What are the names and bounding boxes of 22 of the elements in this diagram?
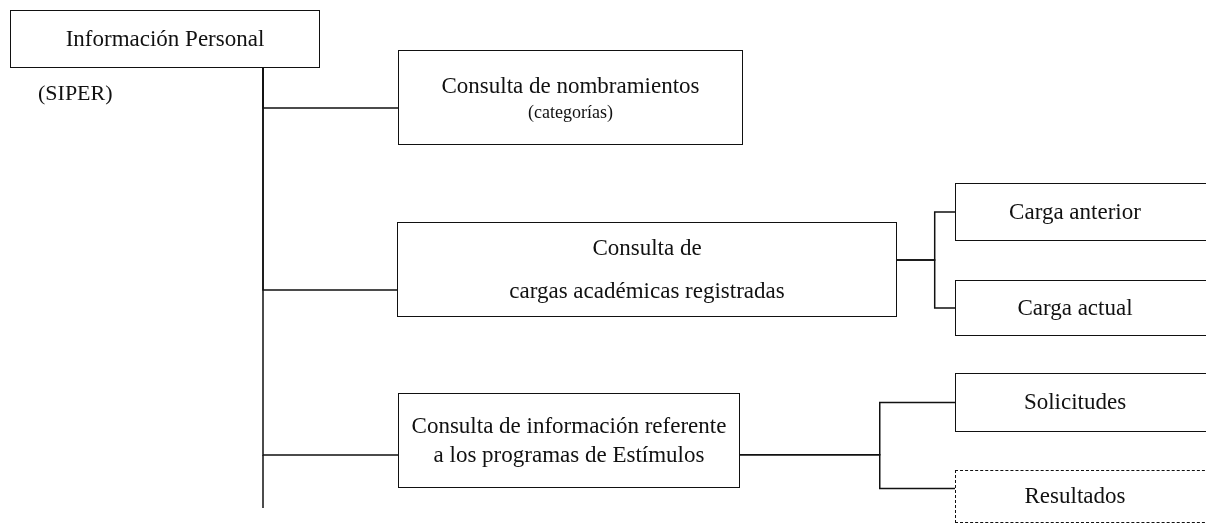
box-label: Carga anterior — [1009, 197, 1141, 226]
box-label: (categorías) — [528, 100, 613, 124]
box-label: Carga actual — [1017, 293, 1133, 322]
process-box — [397, 222, 897, 317]
connector-line — [262, 67, 399, 456]
box-label: Consulta de — [592, 233, 702, 262]
process-box — [398, 50, 743, 145]
connector-line — [739, 454, 956, 490]
box-label: cargas académicas registradas — [509, 276, 785, 305]
process-box — [955, 373, 1206, 432]
box-label: Información Personal — [65, 24, 265, 53]
box-label: Consulta de información referente a los programas de Estímulos — [410, 411, 728, 469]
process-box — [10, 10, 320, 68]
connector-line — [896, 259, 956, 309]
box-label: Solicitudes — [1023, 388, 1127, 417]
box-label: Consulta de nombramientos — [441, 71, 700, 100]
process-box — [955, 280, 1206, 336]
process-box — [955, 470, 1206, 523]
system-acronym: (SIPER) — [38, 80, 113, 106]
box-label: Resultados — [1024, 482, 1126, 511]
process-box — [955, 183, 1206, 241]
process-box — [398, 393, 740, 488]
